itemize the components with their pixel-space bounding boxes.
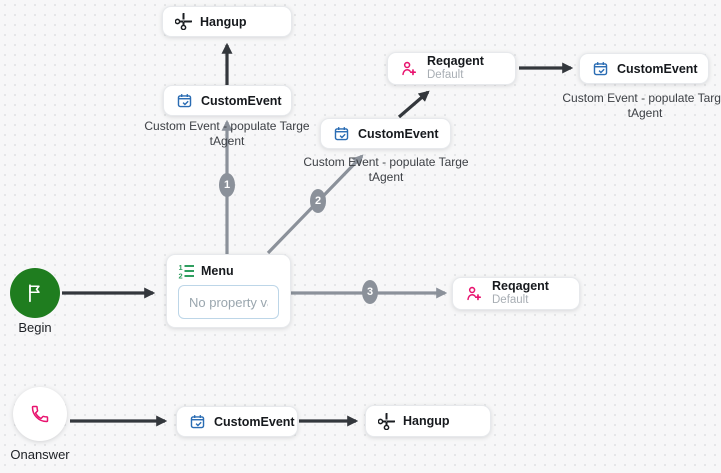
menu-property-input[interactable] (178, 285, 279, 319)
node-reqagent-top[interactable]: Reqagent Default (387, 52, 516, 85)
node-subtitle: Default (492, 294, 529, 307)
calendar-check-icon (189, 413, 206, 430)
node-customevent-mid[interactable]: CustomEvent (320, 118, 451, 149)
node-title: CustomEvent (201, 93, 282, 108)
node-title: Hangup (200, 14, 247, 29)
flag-icon (24, 282, 46, 304)
node-customevent-bottom[interactable]: CustomEvent (176, 406, 298, 437)
edge-customevent-mid-to-reqagent-top[interactable] (397, 90, 430, 119)
numbered-list-icon: 1 2 (178, 263, 194, 279)
node-hangup-top[interactable]: Hangup (162, 6, 292, 37)
calendar-check-icon (592, 60, 609, 77)
calendar-check-icon (176, 92, 193, 109)
branch-badge-2[interactable]: 2 (310, 189, 326, 213)
node-customevent-right[interactable]: CustomEvent (579, 53, 709, 84)
node-subtitle: Default (427, 69, 464, 82)
node-begin-label: Begin (18, 320, 52, 335)
node-title: CustomEvent (214, 414, 295, 429)
svg-text:1: 1 (179, 263, 183, 272)
node-title: Reqagent (492, 279, 549, 294)
node-onanswer[interactable] (13, 387, 67, 441)
person-add-icon (400, 59, 419, 78)
calendar-check-icon (333, 125, 350, 142)
branch-badge-1[interactable]: 1 (219, 173, 235, 197)
node-title: Menu (201, 264, 234, 278)
caption-customevent-left: Custom Event - populate Targe tAgent (144, 119, 310, 148)
caption-customevent-mid: Custom Event - populate Targe tAgent (303, 155, 469, 184)
node-title: Reqagent (427, 54, 484, 69)
node-hangup-bottom[interactable]: Hangup (365, 405, 491, 437)
node-reqagent-right[interactable]: Reqagent Default (452, 277, 580, 310)
branch-badge-3[interactable]: 3 (362, 280, 378, 304)
node-title: Hangup (403, 414, 450, 428)
phone-icon (30, 404, 50, 424)
node-title: CustomEvent (617, 61, 698, 76)
node-begin[interactable] (10, 268, 60, 318)
node-menu[interactable]: 1 2 Menu (166, 254, 291, 328)
node-onanswer-label: Onanswer (10, 447, 70, 462)
person-add-icon (465, 284, 484, 303)
caption-customevent-right: Custom Event - populate Targe tAgent (562, 91, 721, 120)
node-title: CustomEvent (358, 126, 439, 141)
svg-text:2: 2 (179, 271, 183, 279)
node-customevent-left[interactable]: CustomEvent (163, 85, 292, 116)
hangup-icon (175, 13, 192, 30)
hangup-icon (378, 412, 395, 430)
